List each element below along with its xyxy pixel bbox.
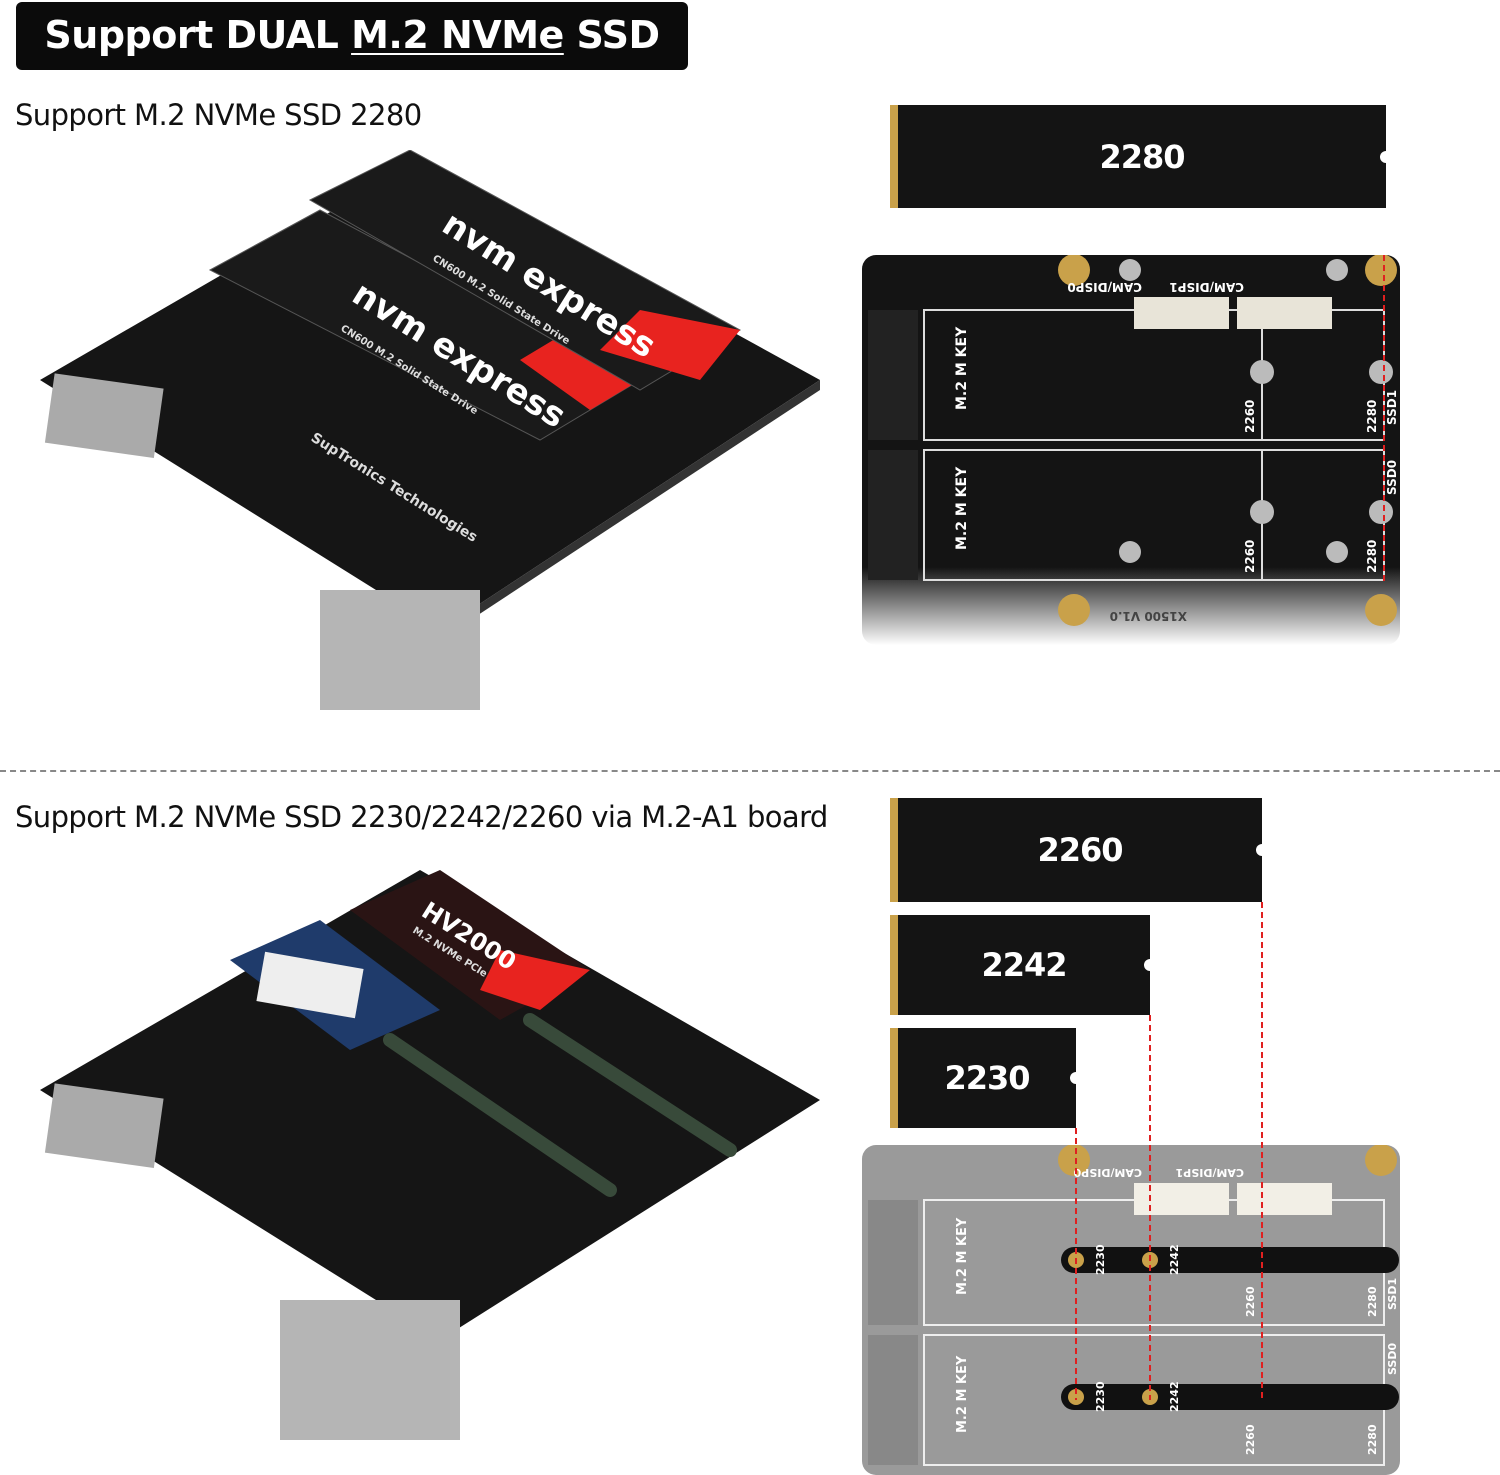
len-2260-label: 2260 <box>1243 540 1257 573</box>
mkey-label: M.2 M KEY <box>954 466 970 550</box>
ssd0-label: SSD0 <box>1385 460 1399 495</box>
section2-title: Support M.2 NVMe SSD 2230/2242/2260 via … <box>15 800 828 834</box>
len-2280-label: 2280 <box>1365 400 1379 433</box>
divider <box>0 770 1500 772</box>
ssd-2242-label: 2242 <box>981 946 1067 984</box>
header-text: Support DUAL <box>44 13 352 57</box>
ssd-2230-label: 2230 <box>944 1059 1030 1097</box>
len-2242-label: 2242 <box>1168 1381 1181 1412</box>
len-2230-label: 2230 <box>1094 1244 1107 1275</box>
len-2280-label: 2280 <box>1366 1286 1379 1317</box>
board-diagram-bottom: CAM/DISP0 CAM/DISP1 M.2 M KEY M.2 M KEY … <box>862 1145 1400 1475</box>
len-2260-label: 2260 <box>1244 1424 1257 1455</box>
ssd-2260-label: 2260 <box>1037 831 1123 869</box>
ssd0-label: SSD0 <box>1386 1343 1399 1375</box>
product-photo-2280: nvm express CN600 M.2 Solid State Drive … <box>40 150 820 710</box>
model-label: X1500 V1.0 <box>1110 609 1187 623</box>
len-2260-label: 2260 <box>1244 1286 1257 1317</box>
len-2242-label: 2242 <box>1168 1244 1181 1275</box>
cam-disp1-label: CAM/DISP1 <box>1169 280 1244 294</box>
board-diagram-top: CAM/DISP0 CAM/DISP1 M.2 M KEY M.2 M KEY … <box>862 255 1400 645</box>
mkey-label: M.2 M KEY <box>955 1217 970 1295</box>
len-2280-label: 2280 <box>1366 1424 1379 1455</box>
header-suffix: SSD <box>563 13 661 57</box>
ssd-2280-card: 2280 <box>890 105 1392 208</box>
len-2260-label: 2260 <box>1243 400 1257 433</box>
len-2230-label: 2230 <box>1094 1381 1107 1412</box>
ssd-2230-card: 2230 <box>890 1028 1082 1128</box>
mkey-label: M.2 M KEY <box>955 1355 970 1433</box>
header-banner: Support DUAL M.2 NVMe SSD <box>16 2 688 70</box>
section1-title: Support M.2 NVMe SSD 2280 <box>15 98 422 132</box>
ssd-2280-label: 2280 <box>1099 137 1185 176</box>
ssd-2260-card: 2260 <box>890 798 1268 902</box>
ssd1-label: SSD1 <box>1386 1278 1399 1310</box>
cam-disp1-label: CAM/DISP1 <box>1176 1166 1244 1179</box>
header-underlined: M.2 NVMe <box>351 13 564 57</box>
cam-disp0-label: CAM/DISP0 <box>1067 280 1142 294</box>
product-photo-adapter: HV2000 M.2 NVMe PCIe <box>40 870 820 1440</box>
mkey-label: M.2 M KEY <box>954 326 970 410</box>
len-2280-label: 2280 <box>1365 540 1379 573</box>
ssd1-label: SSD1 <box>1385 390 1399 425</box>
ssd-2242-card: 2242 <box>890 915 1156 1015</box>
cam-disp0-label: CAM/DISP0 <box>1073 1166 1142 1179</box>
